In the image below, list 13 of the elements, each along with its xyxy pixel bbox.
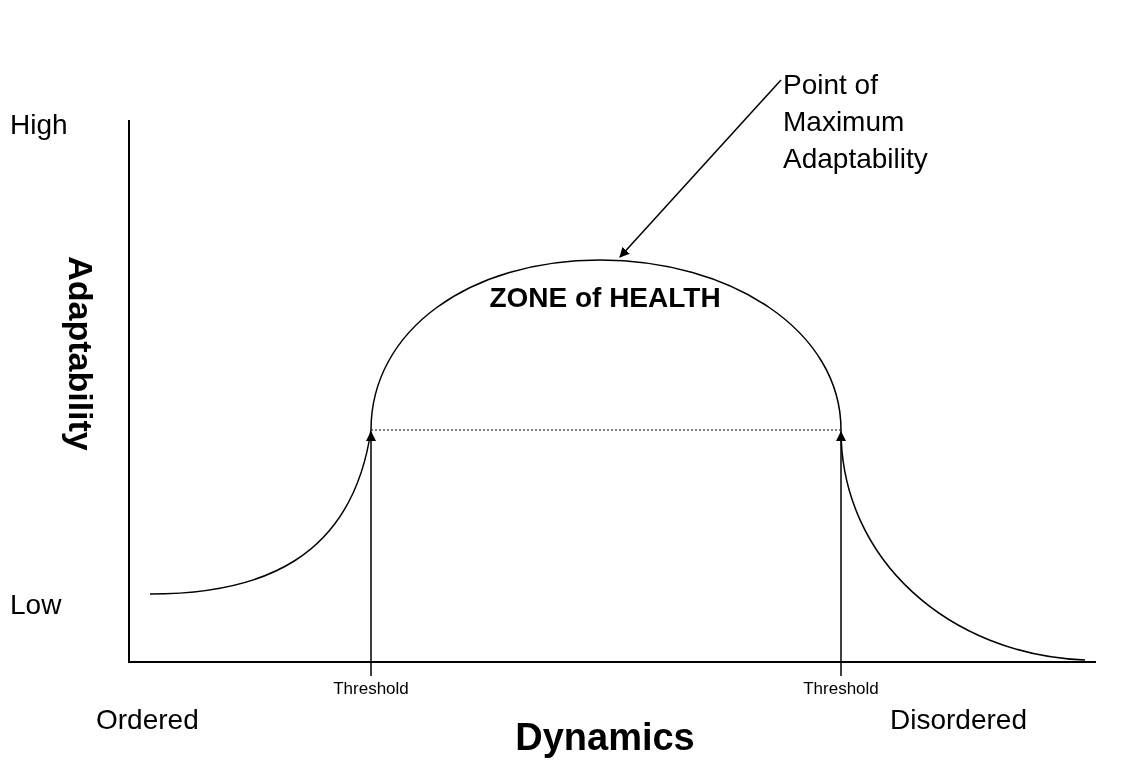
arrow: [619, 79, 782, 258]
threshold-label: Threshold: [781, 676, 901, 702]
axis-title: Dynamics: [514, 716, 696, 758]
axis-tick-label: High: [10, 108, 68, 142]
arrow: [366, 431, 376, 677]
axis-end-label: Ordered: [96, 703, 199, 737]
axis-title: Adaptability: [60, 255, 101, 453]
threshold-label: Threshold: [311, 676, 431, 702]
axis-tick-label: Low: [10, 588, 62, 622]
axis-end-label: Disordered: [890, 703, 1027, 737]
arrow: [836, 431, 846, 677]
zone-label: ZONE of HEALTH: [488, 281, 722, 315]
callout-text: Point of Maximum Adaptability: [783, 66, 983, 177]
